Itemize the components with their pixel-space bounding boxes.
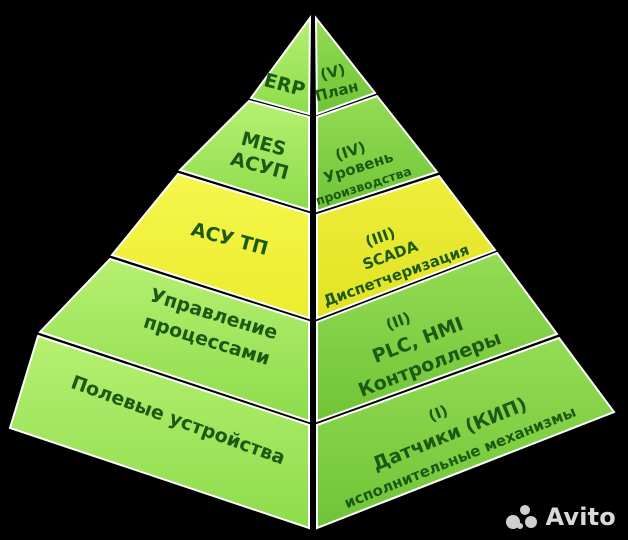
level-2: Управление процессами (II) PLC, HMI Конт… <box>38 251 559 423</box>
level-2-left-face <box>38 257 310 423</box>
level-5: ERP (V) План <box>249 14 377 116</box>
level-1: Полевые устройства (I) Датчики (КИП) исп… <box>8 334 616 530</box>
level-5-right-face <box>314 15 377 116</box>
level-5-left-face <box>249 14 312 116</box>
level-4-right-face <box>316 94 439 213</box>
level-1-right-numeral: (I) <box>426 401 451 425</box>
level-5-right-numeral: (V) <box>318 60 347 84</box>
level-3-left-face <box>110 172 310 320</box>
level-1-right-face <box>316 336 616 530</box>
level-3-right-face <box>316 174 497 320</box>
level-1-left-face <box>8 334 310 530</box>
avito-watermark: Avito <box>505 502 616 532</box>
level-2-right-face <box>316 251 559 423</box>
avito-logo-icon <box>506 505 538 529</box>
level-4-left-face <box>178 99 310 212</box>
avito-watermark-text: Avito <box>545 503 616 531</box>
